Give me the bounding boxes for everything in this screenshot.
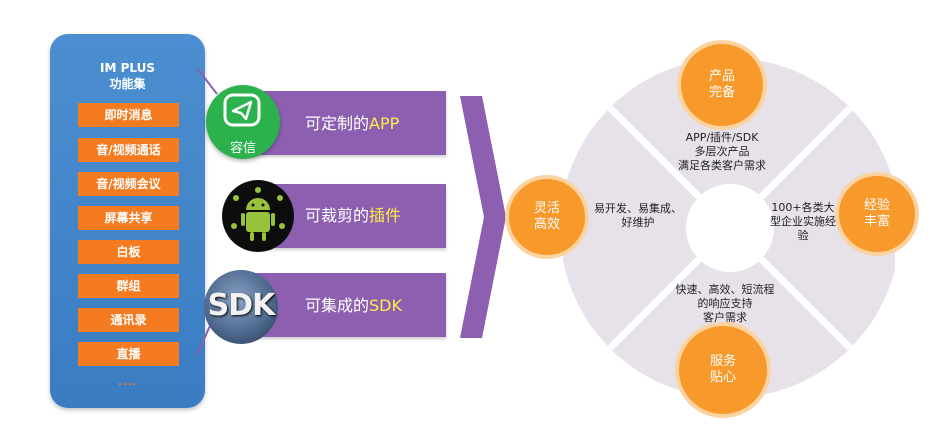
feature-item: 音/视频会议 [78,172,179,196]
segment-text-product: APP/插件/SDK 多层次产品 满足各类客户需求 [652,131,792,173]
paper-plane-icon [223,93,261,127]
circle-flexible-line1: 灵活 [533,201,560,216]
android-badge [222,180,294,252]
bar-app-highlight: APP [369,114,400,133]
sdk-badge [204,270,278,344]
bar-plugin-prefix: 可裁剪的 [305,206,370,225]
feature-item: 音/视频通话 [78,138,179,162]
bar-plugin-highlight: 插件 [369,206,402,225]
panel-title-line1: IM PLUS [100,61,155,75]
bar-sdk-prefix: 可集成的 [305,296,370,315]
segment-text-line: 好维护 [621,216,655,229]
segment-text-line: 多层次产品 [694,145,750,158]
feature-item: 白板 [78,240,179,264]
feature-item: 群组 [78,274,179,298]
segment-text-experience: 100+各类大 型企业实施经 验 [760,201,846,243]
circle-flexible-line2: 高效 [533,217,560,232]
circle-experience: 经验 丰富 [835,172,919,256]
sdk-icon: SDK [207,288,276,323]
segment-text-line: APP/插件/SDK [685,131,759,144]
bar-plugin-label: 可裁剪的插件 [305,206,445,226]
feature-item: 直播 [78,342,179,366]
panel-title-line2: 功能集 [109,77,146,91]
bar-sdk-label: 可集成的SDK [305,296,445,316]
circle-experience-line2: 丰富 [863,214,890,229]
bar-app-prefix: 可定制的 [305,114,370,133]
feature-item: 即时消息 [78,103,179,127]
segment-text-line: 型企业实施经 [770,215,836,228]
circle-service-line2: 贴心 [709,370,736,385]
panel-title: IM PLUS 功能集 [50,60,205,92]
bar-sdk [248,273,446,337]
segment-text-line: 快速、高效、短流程 [675,283,775,296]
segment-text-line: 易开发、易集成、 [594,202,682,215]
segment-text-flexible: 易开发、易集成、 好维护 [588,202,688,230]
segment-text-line: 100+各类大 [771,201,835,214]
app-caption: 容信 [229,141,256,156]
circle-service-line1: 服务 [709,354,736,369]
wheel-diagram [560,58,895,398]
bar-sdk-highlight: SDK [369,296,402,315]
segment-text-line: 客户需求 [703,311,747,324]
wheel-center [686,184,774,272]
feature-item: 屏幕共享 [78,206,179,230]
segment-text-line: 验 [797,229,809,242]
segment-text-line: 满足各类客户需求 [678,159,766,172]
segment-text-line: 的响应支持 [697,297,753,310]
segment-text-service: 快速、高效、短流程 的响应支持 客户需求 [655,283,795,325]
app-badge [206,85,280,159]
android-icon [231,187,285,241]
circle-service: 服务 贴心 [675,322,771,418]
bar-app [248,91,446,155]
more-ellipsis: .... [117,377,138,388]
circle-experience-line1: 经验 [863,198,890,213]
bar-app-label: 可定制的APP [305,114,445,134]
feature-item: 通讯录 [78,308,179,332]
circle-product-line1: 产品 [708,69,735,84]
chevron-right-icon [460,96,506,338]
circle-product: 产品 完备 [677,40,767,130]
circle-product-line2: 完备 [708,85,735,100]
circle-flexible: 灵活 高效 [505,175,589,259]
